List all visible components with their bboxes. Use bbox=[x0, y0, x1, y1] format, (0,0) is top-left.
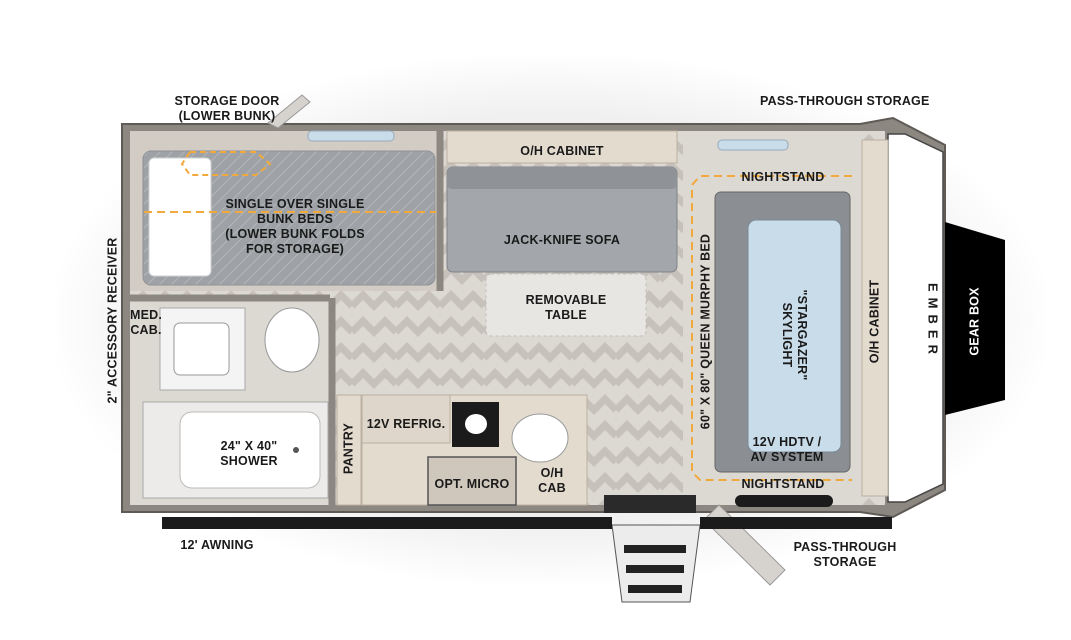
refrigerator-label: 12V REFRIG. bbox=[366, 417, 446, 431]
gear-box bbox=[945, 222, 1005, 415]
awning bbox=[162, 517, 612, 529]
storage-door-outline bbox=[180, 151, 272, 176]
oh-cabinet-top-label: O/H CABINET bbox=[520, 144, 604, 158]
oh-cabinet-top bbox=[446, 130, 678, 164]
sofa-back bbox=[447, 167, 677, 189]
accessory-receiver-label: 2" ACCESSORY RECEIVER bbox=[105, 237, 120, 404]
refrigerator bbox=[361, 394, 451, 444]
shower-label: 24" X 40"SHOWER bbox=[220, 439, 278, 468]
entry-stairs bbox=[611, 524, 701, 603]
hdtv-label: 12V HDTV /AV SYSTEM bbox=[750, 435, 824, 464]
murphy-bed-dash bbox=[691, 175, 852, 481]
pantry-label: PANTRY bbox=[341, 422, 356, 475]
jack-knife-sofa-label: JACK-KNIFE SOFA bbox=[503, 233, 621, 247]
storage-door-swing bbox=[267, 94, 311, 129]
front-cap bbox=[887, 133, 944, 503]
bedroom-window-bottom bbox=[735, 495, 833, 507]
skylight bbox=[747, 219, 842, 453]
storage-door-label: STORAGE DOOR(LOWER BUNK) bbox=[174, 94, 280, 123]
pass-through-top-label: PASS-THROUGH STORAGE bbox=[760, 94, 930, 108]
bunk-pillow bbox=[148, 157, 212, 277]
micro-box bbox=[427, 456, 517, 506]
removable-table bbox=[485, 273, 647, 337]
shower-basin bbox=[179, 411, 321, 489]
awning-label: 12' AWNING bbox=[180, 538, 254, 552]
nightstand-top-label: NIGHTSTAND bbox=[741, 170, 825, 184]
nightstand-bottom-label: NIGHTSTAND bbox=[741, 477, 825, 491]
kitchen-sink bbox=[511, 413, 569, 463]
med-cab-label: MED.CAB. bbox=[129, 308, 163, 337]
toilet bbox=[264, 307, 320, 373]
shower-drain bbox=[293, 447, 299, 453]
bedroom-window-top bbox=[717, 139, 789, 151]
burner bbox=[465, 414, 487, 434]
pantry bbox=[336, 394, 362, 506]
ember-logo: EMBER bbox=[925, 283, 941, 360]
oh-cabinet-right bbox=[861, 139, 889, 497]
sink bbox=[173, 322, 230, 376]
skylight-label: "STARGAZER"SKYLIGHT bbox=[780, 289, 809, 381]
micro-label: OPT. MICRO bbox=[434, 477, 510, 491]
bunk-mattress bbox=[142, 150, 436, 286]
murphy-bed-label: 60" X 80" QUEEN MURPHY BED bbox=[698, 233, 713, 430]
oh-cabinet-right-label: O/H CABINET bbox=[867, 279, 882, 364]
entry-step bbox=[604, 495, 696, 513]
bunk-window bbox=[307, 130, 395, 142]
gear-box-label: GEAR BOX bbox=[967, 287, 982, 356]
